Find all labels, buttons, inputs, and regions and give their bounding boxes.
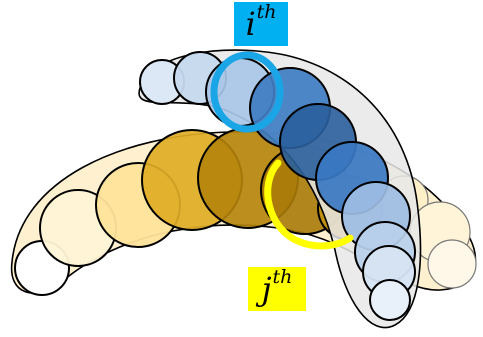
j-label-superscript: th	[273, 268, 293, 287]
i-label-superscript: th	[257, 3, 277, 22]
gold-bead-right-3	[428, 240, 476, 288]
j-label-base: j	[262, 273, 272, 305]
i-label-base: i	[245, 8, 255, 40]
blue-bead-10	[370, 280, 410, 320]
